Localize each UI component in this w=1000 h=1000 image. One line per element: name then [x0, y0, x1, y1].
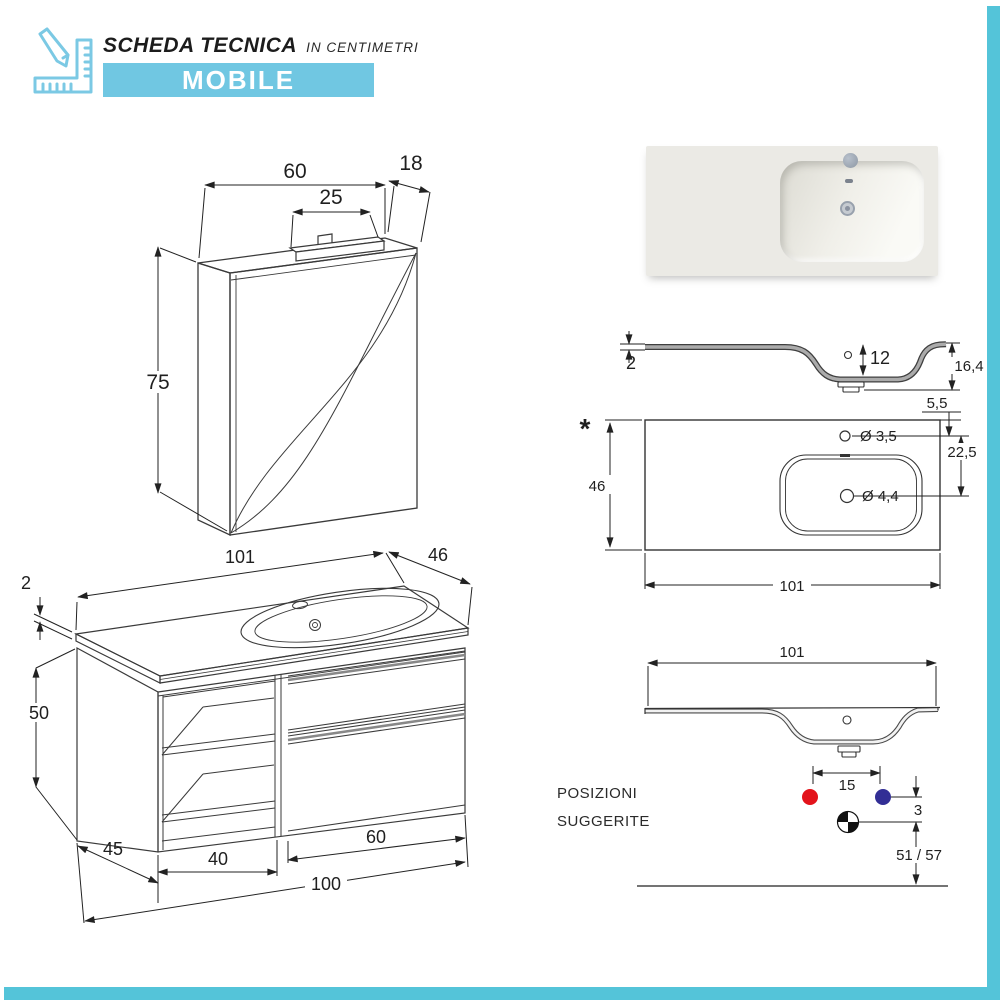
dim-tap-spacing: 15 [839, 777, 856, 794]
dim-install-height: 51 / 57 [896, 847, 942, 864]
dim-offset: 3 [914, 802, 922, 819]
vanity-countertop [74, 585, 470, 684]
dim-vanity-side-depth: 45 [103, 839, 123, 859]
vanity-cabinet-body [76, 646, 466, 853]
dim-mirror-width: 60 [283, 160, 306, 183]
subtitle-text: IN CENTIMETRI [306, 40, 419, 55]
washbasin-front-view-drawing: 15 3 51 / 57 101 POSIZIONI SUGGERITE [557, 644, 948, 887]
positions-label-line1: POSIZIONI [557, 785, 637, 802]
basin-top-dimensions [605, 411, 969, 589]
dim-section-thickness: 2 [626, 353, 636, 373]
vanity-open-shelves [161, 680, 276, 850]
dim-section-height: 16,4 [954, 358, 983, 375]
center-mark-symbol [836, 810, 860, 834]
dim-mirror-height: 75 [146, 371, 169, 394]
tap-position-red-dot [802, 789, 818, 805]
dim-vanity-body-width: 100 [311, 874, 341, 894]
dim-vanity-top-thickness: 2 [21, 573, 31, 593]
front-width-dimension [647, 659, 937, 706]
dim-vanity-height: 50 [29, 703, 49, 723]
dim-front-width: 101 [779, 644, 804, 661]
vanity-drawers [287, 650, 466, 832]
suggested-positions: 15 3 51 / 57 [637, 766, 948, 887]
basin-section-dimensions [620, 331, 960, 391]
dim-top-width: 101 [779, 578, 804, 595]
dim-section-depth: 12 [870, 348, 890, 368]
basin-front-profile [644, 706, 941, 758]
positions-label-line2: SUGGERITE [557, 813, 650, 830]
title-text: SCHEDA TECNICA [103, 34, 298, 57]
mirror-dimensions [154, 180, 431, 532]
accent-bar-right [987, 6, 1000, 1000]
dim-vanity-shelf-width: 40 [208, 849, 228, 869]
vanity-dimensions [32, 550, 473, 924]
accent-bar-bottom [4, 987, 1000, 1000]
dim-drain-hole: Ø 4,4 [862, 488, 899, 505]
mirror-cabinet-drawing: 60 18 25 75 [144, 152, 431, 537]
mirror-wave-decor [230, 252, 417, 534]
dim-top-depth: 46 [589, 478, 606, 495]
basin-section-profile [645, 341, 947, 393]
category-badge: MOBILE [103, 63, 374, 97]
dim-tap-hole: Ø 3,5 [860, 428, 897, 445]
sheet-title: SCHEDA TECNICA IN CENTIMETRI [103, 34, 419, 58]
washbasin-photo-drain [840, 201, 855, 216]
basin-top-outline [644, 419, 941, 551]
note-asterisk: * [580, 413, 591, 444]
washbasin-photo-overflow [845, 179, 853, 183]
washbasin-top-view-drawing: * 46 5,5 Ø 3,5 22,5 Ø 4,4 101 [580, 395, 983, 595]
dim-mirror-light: 25 [319, 186, 342, 209]
dim-tap-offset: 5,5 [927, 395, 948, 412]
washbasin-photo-tap-hole [843, 153, 858, 168]
vanity-unit-drawing: 101 46 2 50 45 40 60 100 [21, 545, 473, 924]
ruler-pencil-icon [33, 27, 93, 94]
dim-vanity-drawers-width: 60 [366, 827, 386, 847]
dim-mirror-depth: 18 [399, 152, 422, 175]
dim-vanity-top-depth: 46 [428, 545, 448, 565]
dim-vanity-top-width: 101 [225, 547, 255, 567]
washbasin-photo [646, 146, 938, 276]
tap-position-blue-dot [875, 789, 891, 805]
washbasin-section-drawing: 2 12 16,4 [620, 331, 988, 393]
mirror-cabinet-body [197, 237, 418, 537]
mirror-light-fixture [288, 233, 386, 262]
dim-hole-spacing: 22,5 [947, 444, 976, 461]
